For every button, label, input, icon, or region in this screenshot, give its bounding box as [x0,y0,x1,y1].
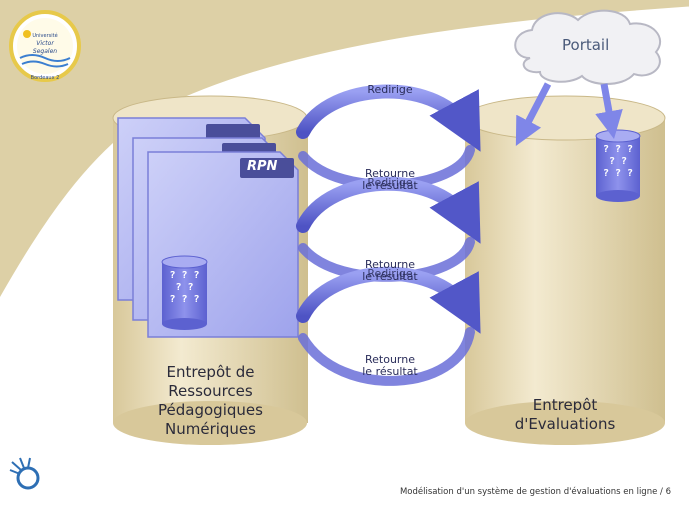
arrow-label-redirige: Redirige [367,83,413,96]
portal-label: Portail [562,36,610,54]
rpn-tag: RPN [247,159,278,174]
arrow-label-line: Retourne [365,353,415,366]
footer-caption: Modélisation d'un système de gestion d'é… [399,487,671,497]
arrow-label-line: le résultat [362,365,418,378]
document-database-glyph: ? ? ? ? ? ? ? ? [162,270,207,306]
university-logo [9,10,81,82]
left-store-line: Pédagogiques [158,401,263,419]
right-store-label: Entrepôt d'Evaluations [480,396,650,434]
db-glyph-line: ? ? ? [169,294,200,305]
right-store-line: Entrepôt [532,396,598,414]
arrow-label-retourne: Retourne le résultat [345,168,435,192]
db-glyph-line: ? ? ? [602,144,634,155]
background-swoosh [0,0,689,300]
arrow-label-line: le résultat [362,179,418,192]
university-logo-text: Université Victor Segalen Bordeaux 2 [24,32,66,82]
rpn-document-stack [117,117,299,338]
logo-line: Université [32,33,58,39]
arrow-label-redirige: Redirige [367,267,413,280]
arrow-label-redirige: Redirige [367,176,413,189]
exchange-arrows [296,84,481,386]
logo-line: Bordeaux 2 [30,75,60,81]
db-glyph-line: ? ? ? [602,168,634,179]
db-glyph-line: ? ? ? [169,270,200,281]
arrow-label-line: le résultat [362,270,418,283]
db-glyph-line: ? ? [608,156,628,167]
arrow-label-retourne: Retourne le résultat [345,354,435,378]
portal-cloud [514,9,662,85]
db-glyph-line: ? ? [175,282,194,293]
logo-line: Victor Segalen [32,40,58,55]
footer-logo [9,457,40,490]
evaluation-database-glyph: ? ? ? ? ? ? ? ? [596,144,640,180]
left-store-line: Numériques [165,420,256,438]
left-store-label: Entrepôt de Ressources Pédagogiques Numé… [128,363,293,439]
left-store-line: Entrepôt de [166,363,255,381]
left-store-line: Ressources [168,382,253,400]
arrow-label-retourne: Retourne le résultat [345,259,435,283]
arrow-label-line: Retourne [365,258,415,271]
right-store-line: d'Evaluations [514,415,616,433]
portal-arrows [515,82,623,146]
arrow-label-line: Retourne [365,167,415,180]
document-database-icon [161,255,208,330]
